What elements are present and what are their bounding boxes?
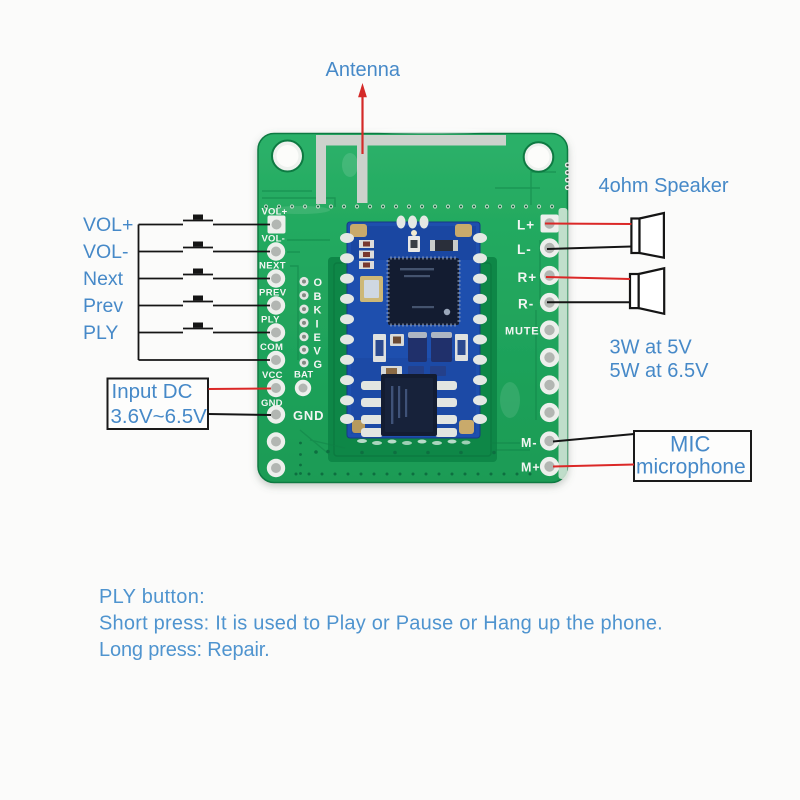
svg-text:COM: COM — [260, 342, 283, 353]
svg-text:Long press: Repair.: Long press: Repair. — [99, 639, 270, 661]
svg-text:VOL+: VOL+ — [83, 214, 133, 236]
svg-text:VOL+: VOL+ — [262, 207, 288, 218]
svg-text:MUTE: MUTE — [505, 326, 539, 338]
svg-text:Short press: It is used to Pla: Short press: It is used to Play or Pause… — [99, 613, 663, 635]
svg-text:3.6V~6.5V: 3.6V~6.5V — [111, 405, 208, 428]
svg-text:R+: R+ — [518, 270, 538, 285]
svg-text:E: E — [314, 332, 321, 344]
svg-text:L-: L- — [517, 242, 532, 257]
svg-text:M-: M- — [521, 436, 538, 450]
svg-text:BAT: BAT — [294, 370, 313, 381]
svg-text:PLY: PLY — [83, 322, 118, 344]
svg-text:VOL-: VOL- — [83, 241, 129, 263]
svg-text:K: K — [314, 305, 322, 317]
svg-text:V: V — [314, 345, 322, 357]
svg-text:VCC: VCC — [262, 370, 283, 381]
svg-text:NEXT: NEXT — [259, 261, 286, 272]
svg-text:Next: Next — [83, 268, 124, 290]
svg-text:Prev: Prev — [83, 295, 123, 317]
svg-text:3W at 5V: 3W at 5V — [610, 337, 693, 359]
svg-text:Input DC: Input DC — [112, 380, 193, 403]
svg-text:microphone: microphone — [636, 456, 746, 479]
svg-text:MIC: MIC — [670, 432, 710, 457]
svg-text:PLY button:: PLY button: — [99, 586, 205, 608]
svg-text:PLY: PLY — [261, 315, 280, 326]
svg-text:VOL-: VOL- — [262, 234, 286, 245]
svg-text:L+: L+ — [517, 218, 535, 233]
svg-text:4ohm Speaker: 4ohm Speaker — [599, 175, 729, 197]
svg-text:G: G — [314, 359, 323, 371]
svg-text:R-: R- — [518, 297, 534, 312]
svg-text:GND: GND — [293, 408, 324, 423]
svg-text:5W at 6.5V: 5W at 6.5V — [610, 360, 710, 382]
svg-text:I: I — [316, 318, 319, 330]
svg-text:Antenna: Antenna — [326, 59, 401, 81]
svg-text:PREV: PREV — [259, 288, 287, 299]
svg-text:M+: M+ — [521, 461, 541, 475]
svg-text:GND: GND — [261, 398, 283, 409]
svg-text:B: B — [314, 291, 322, 303]
svg-text:O: O — [314, 277, 323, 289]
